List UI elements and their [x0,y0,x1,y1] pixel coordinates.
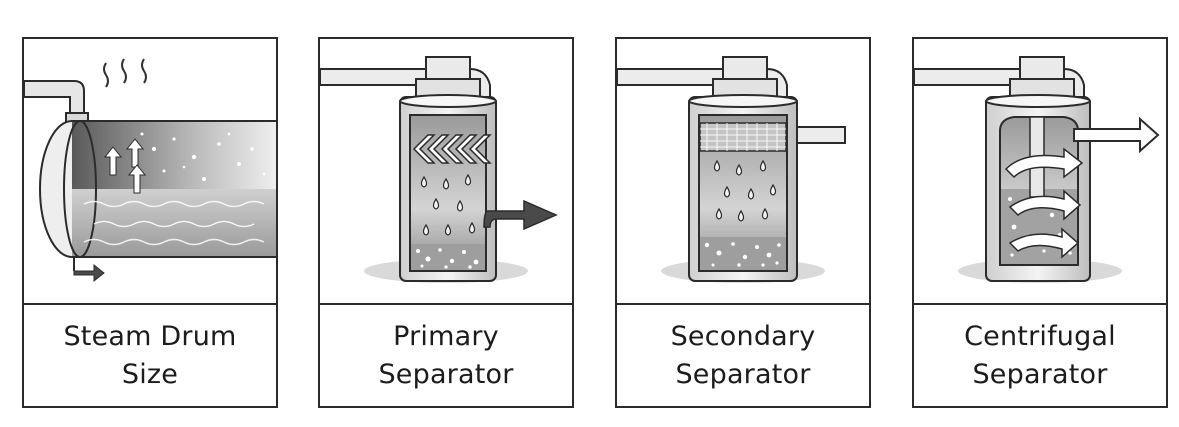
caption-secondary-separator: Secondary Separator [617,303,869,406]
caption-line-1: Secondary [670,320,816,352]
caption-centrifugal-separator: Centrifugal Separator [914,303,1166,406]
steam-wisps-icon [103,58,147,88]
secondary-separator-illustration [617,56,846,283]
water-droplets-icon [713,159,777,222]
caption-line-2: Separator [378,358,514,390]
steam-rise-arrows-icon [103,138,147,194]
outlet-arrow-icon [483,199,558,231]
caption-primary-separator: Primary Separator [320,303,572,406]
caption-line-2: Separator [675,358,811,390]
panel-centrifugal-separator: Centrifugal Separator [912,37,1168,408]
panel-steam-drum: Steam Drum Size [22,37,278,408]
caption-steam-drum: Steam Drum Size [24,303,276,406]
panel-secondary-separator: Secondary Separator [615,37,871,408]
caption-line-2: Size [121,358,179,390]
chevron-vanes-icon [412,134,492,164]
caption-line-1: Centrifugal [964,320,1116,352]
water-droplets-icon [420,173,476,236]
primary-separator-illustration [320,56,558,283]
outlet-arrow-icon [1073,116,1160,154]
outlet-pipe [796,126,846,144]
centrifugal-separator-illustration [914,56,1160,283]
caption-line-1: Primary [393,320,499,352]
mesh-pad [699,122,787,152]
caption-line-1: Steam Drum [63,320,237,352]
swirl-arrows-icon [1004,147,1084,259]
steam-drum-illustration [24,58,276,283]
drain-arrow-icon [73,257,105,283]
panel-primary-separator: Primary Separator [318,37,574,408]
caption-line-2: Separator [972,358,1108,390]
